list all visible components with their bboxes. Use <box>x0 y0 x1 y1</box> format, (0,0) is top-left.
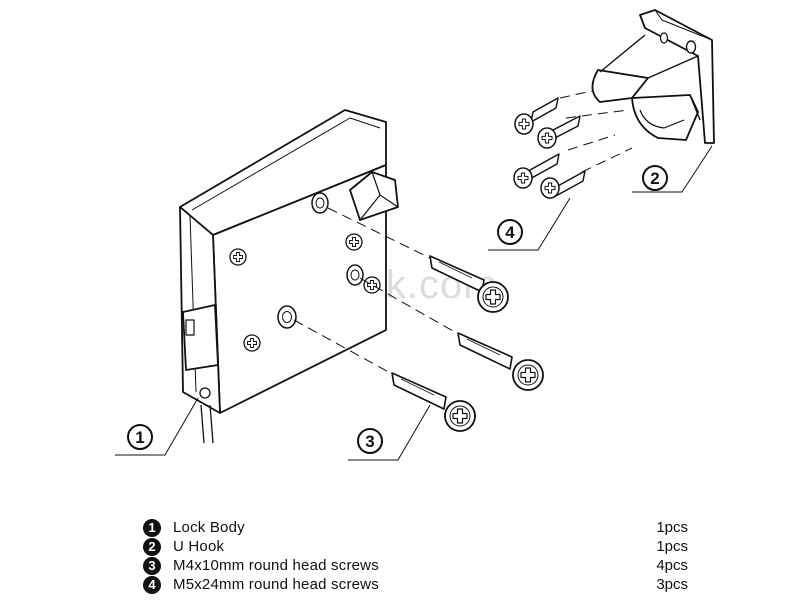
parts-list-row: 1 Lock Body 1pcs <box>143 518 688 537</box>
callout-2: 2 <box>632 145 713 193</box>
callout-1-number: 1 <box>135 428 144 447</box>
part-number-badge: 2 <box>143 537 161 556</box>
long-screw-3 <box>391 372 476 432</box>
alignment-lines <box>293 87 633 376</box>
long-screws <box>391 255 544 432</box>
part-quantity: 3pcs <box>656 576 688 593</box>
part-name: Lock Body <box>173 519 245 536</box>
part-quantity: 1pcs <box>656 519 688 536</box>
long-screw-2 <box>457 332 544 391</box>
part-name: M5x24mm round head screws <box>173 576 379 593</box>
part-number-badge: 1 <box>143 518 161 537</box>
exploded-assembly-drawing: ebolock.com <box>115 9 715 461</box>
mounting-holes <box>229 192 381 352</box>
u-hook <box>591 9 715 144</box>
callout-4: 4 <box>488 197 571 251</box>
part-quantity: 1pcs <box>656 538 688 555</box>
callout-1: 1 <box>115 397 199 456</box>
lock-body <box>179 109 399 444</box>
part-quantity: 4pcs <box>656 557 688 574</box>
callout-3: 3 <box>348 404 431 461</box>
parts-list-row: 3 M4x10mm round head screws 4pcs <box>143 556 688 575</box>
part-number-badge: 4 <box>143 575 161 594</box>
callout-2-number: 2 <box>650 169 659 188</box>
parts-list: 1 Lock Body 1pcs 2 U Hook 1pcs 3 M4x10mm… <box>143 518 688 594</box>
parts-list-row: 2 U Hook 1pcs <box>143 537 688 556</box>
part-name: M4x10mm round head screws <box>173 557 379 574</box>
part-name: U Hook <box>173 538 225 555</box>
callout-3-number: 3 <box>365 432 374 451</box>
short-screws <box>513 97 586 199</box>
part-number-badge: 3 <box>143 556 161 575</box>
long-screw-1 <box>429 255 509 313</box>
callout-4-number: 4 <box>505 223 515 242</box>
parts-list-row: 4 M5x24mm round head screws 3pcs <box>143 575 688 594</box>
